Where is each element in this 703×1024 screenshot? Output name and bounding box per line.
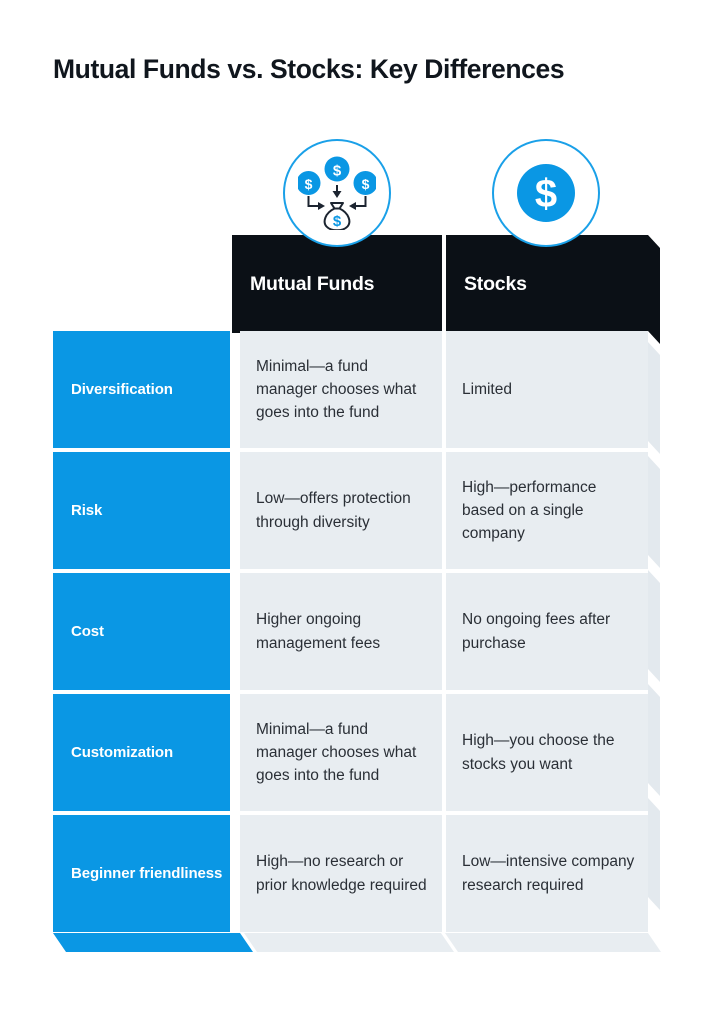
cell-mutual-funds-diversification: Minimal—a fund manager chooses what goes…	[240, 331, 442, 448]
cell-stocks-risk: High—performance based on a single compa…	[446, 452, 648, 569]
column-header-mutual-funds: Mutual Funds	[232, 235, 442, 333]
row-label-diversification: Diversification	[53, 331, 230, 448]
svg-text:$: $	[333, 213, 342, 230]
cell-stocks-cost: No ongoing fees after purchase	[446, 573, 648, 690]
mutual-funds-icon: $ $ $ $	[283, 139, 391, 247]
svg-text:$: $	[535, 172, 557, 216]
row-label-risk: Risk	[53, 452, 230, 569]
cell-mutual-funds-cost: Higher ongoing management fees	[240, 573, 442, 690]
cell-mutual-funds-customization: Minimal—a fund manager chooses what goes…	[240, 694, 442, 811]
table-depth-right	[648, 235, 660, 910]
table-depth-bottom	[53, 933, 661, 952]
cell-mutual-funds-beginner-friendliness: High—no research or prior knowledge requ…	[240, 815, 442, 932]
cell-stocks-beginner-friendliness: Low—intensive company research required	[446, 815, 648, 932]
svg-text:$: $	[362, 176, 370, 192]
svg-text:$: $	[305, 176, 313, 192]
cell-stocks-diversification: Limited	[446, 331, 648, 448]
row-label-customization: Customization	[53, 694, 230, 811]
cell-mutual-funds-risk: Low—offers protection through diversity	[240, 452, 442, 569]
row-label-beginner-friendliness: Beginner friendliness	[53, 815, 230, 932]
cell-stocks-customization: High—you choose the stocks you want	[446, 694, 648, 811]
page-title: Mutual Funds vs. Stocks: Key Differences	[53, 54, 565, 84]
stocks-icon: $	[492, 139, 600, 247]
svg-text:$: $	[333, 163, 342, 180]
row-label-cost: Cost	[53, 573, 230, 690]
column-header-stocks: Stocks	[446, 235, 648, 333]
